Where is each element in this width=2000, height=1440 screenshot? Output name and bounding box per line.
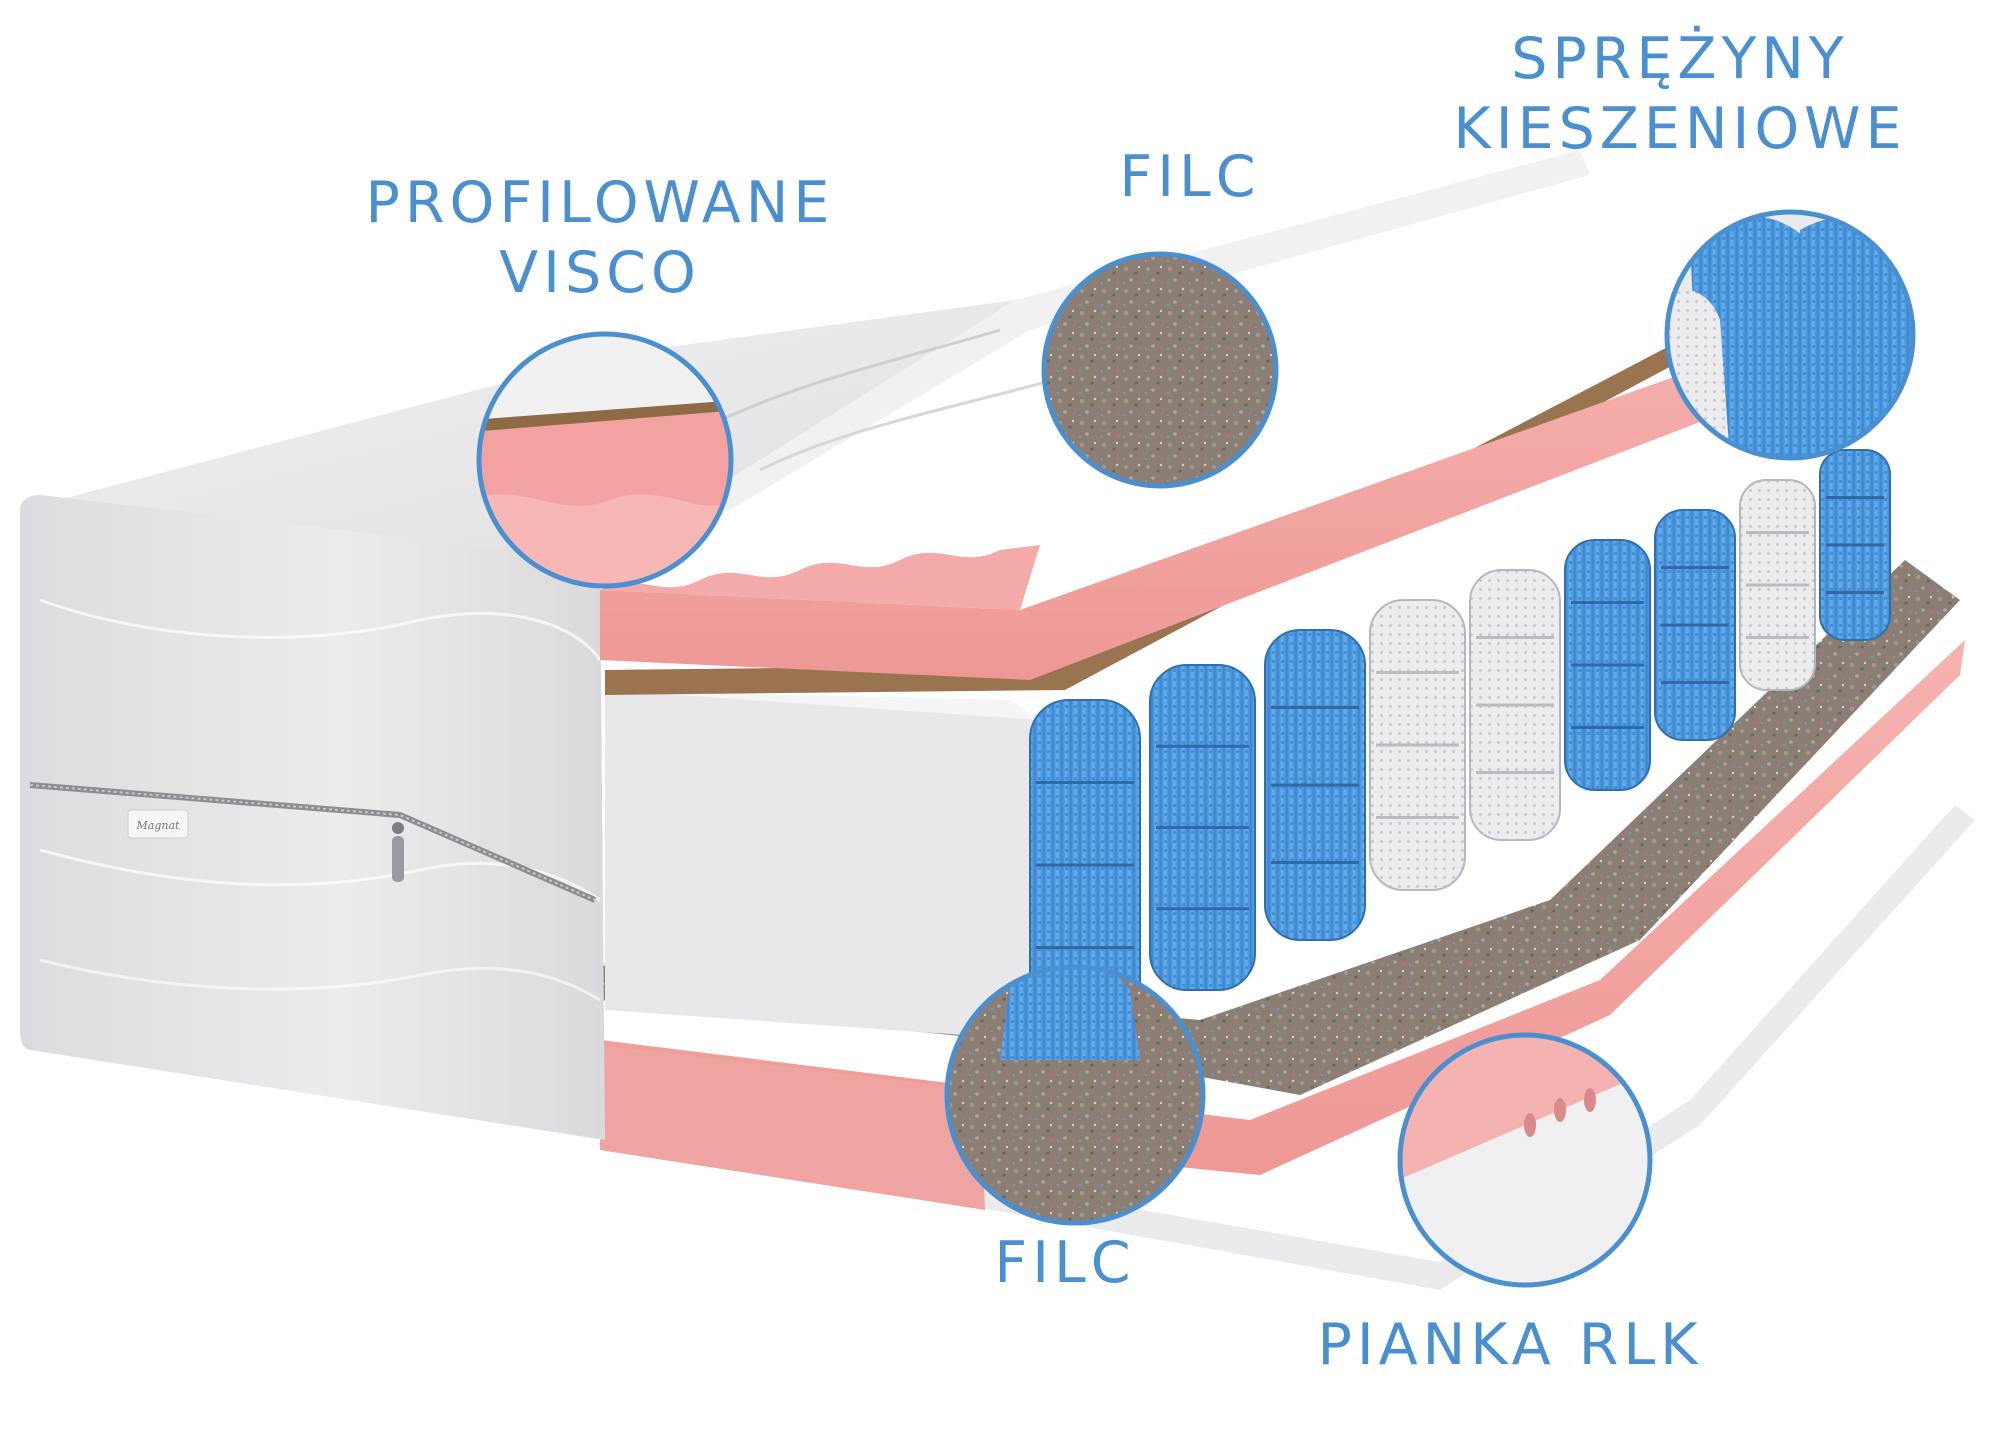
brand-tag-icon: Magnat	[127, 809, 189, 839]
bottom-felt-layer	[600, 560, 1960, 1095]
bottom-pink-front	[600, 1045, 985, 1210]
cover-zipper	[29, 782, 597, 903]
label-rlk-foam: PIANKA RLK	[1317, 1312, 1703, 1378]
callout-springs	[1664, 209, 1916, 461]
label-pocket-springs-line1: SPRĘŻYNY	[1511, 26, 1849, 92]
visco-profiled-layer	[600, 300, 1900, 680]
svg-text:Magnat: Magnat	[136, 819, 181, 832]
top-cover-layer	[600, 150, 1590, 585]
label-felt-top: FILC	[1119, 144, 1261, 210]
label-profiled-visco-line2: VISCO	[499, 240, 701, 306]
zipper-pull-icon	[392, 822, 404, 882]
label-profiled-visco: PROFILOWANE VISCO	[340, 168, 860, 308]
callout-visco	[476, 331, 734, 589]
label-pocket-springs: SPRĘŻYNY KIESZENIOWE	[1440, 24, 1920, 164]
callout-rlk	[1397, 1032, 1653, 1288]
cover-front-face	[20, 495, 605, 1140]
pocket-springs	[1029, 449, 1891, 1031]
label-pocket-springs-line2: KIESZENIOWE	[1453, 96, 1907, 162]
callout-felt-bottom	[944, 964, 1206, 1226]
label-profiled-visco-line1: PROFILOWANE	[365, 170, 835, 236]
label-felt-bottom: FILC	[994, 1230, 1136, 1296]
support-foam-front	[605, 690, 1040, 1040]
callout-felt-top	[1041, 251, 1279, 489]
